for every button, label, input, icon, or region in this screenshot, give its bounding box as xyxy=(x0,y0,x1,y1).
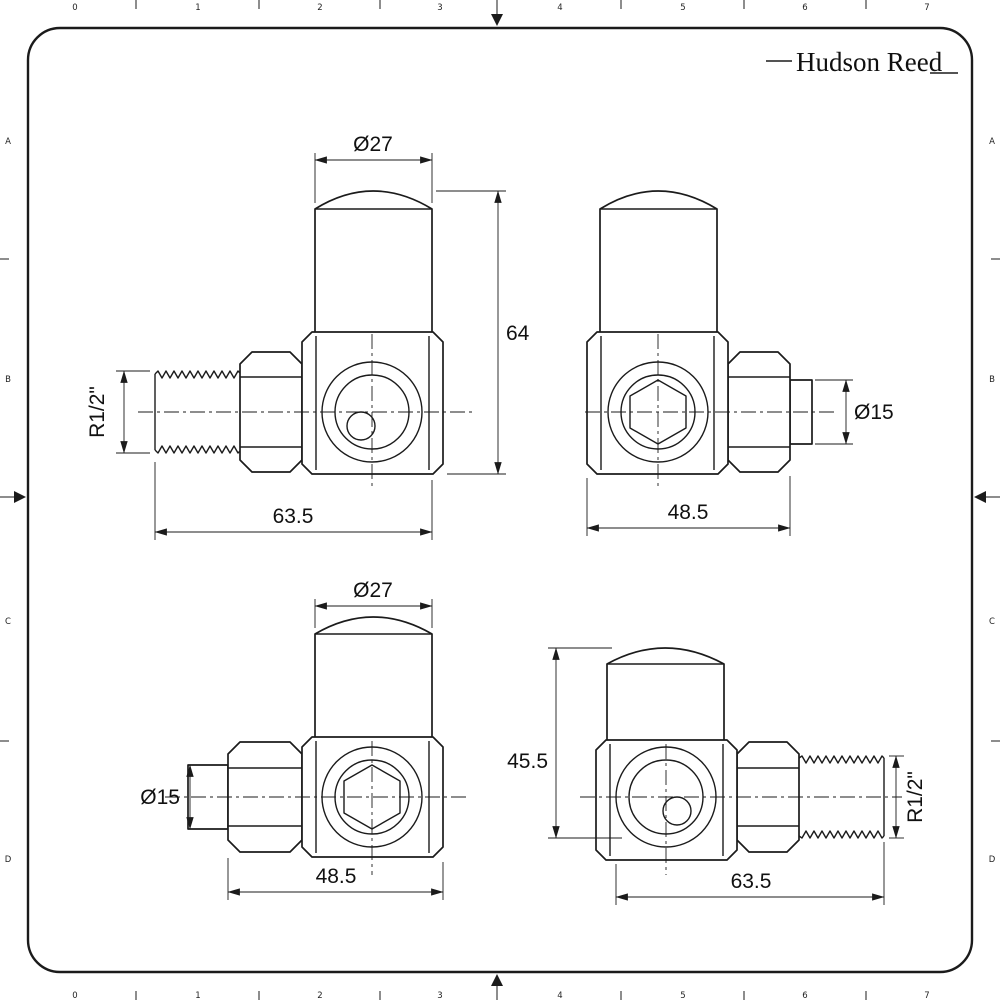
valve-body xyxy=(595,739,738,861)
frame-ticks-bottom xyxy=(135,974,867,1000)
outlet-port xyxy=(615,746,717,848)
grid-ref: 6 xyxy=(802,991,807,1000)
dim-dia-27: Ø27 xyxy=(314,133,433,203)
dim-dia-15: Ø15 xyxy=(815,379,894,445)
grid-ref: 5 xyxy=(680,991,685,1000)
centre-mark-bottom xyxy=(491,974,503,986)
dim-dia-27: Ø27 xyxy=(314,579,433,628)
dim-label-dia15: Ø15 xyxy=(854,401,894,424)
grid-ref: C xyxy=(989,617,995,627)
dim-dia-15: Ø15 xyxy=(140,764,194,830)
valve-view-bottom-left xyxy=(165,616,470,875)
dim-height-455: 45.5 xyxy=(507,647,622,839)
outlet-port xyxy=(607,361,709,463)
dim-width-485: 48.5 xyxy=(227,858,444,900)
grid-ref: A xyxy=(5,137,11,147)
dim-width-635: 63.5 xyxy=(154,462,433,540)
hex-nut-right xyxy=(727,351,791,473)
valve-view-top-right xyxy=(585,190,835,488)
grid-ref: 0 xyxy=(72,3,77,13)
centerlines xyxy=(138,334,472,488)
thread-tail-left xyxy=(154,370,241,454)
valve-view-bottom-right xyxy=(580,647,902,875)
dim-label-r12: R1/2" xyxy=(86,386,109,438)
brand-logo: Hudson Reed xyxy=(766,47,958,77)
centerlines xyxy=(580,744,902,875)
outlet-port xyxy=(321,746,423,848)
centre-mark-top xyxy=(491,14,503,26)
dim-label-64: 64 xyxy=(506,322,530,345)
dimensions-top-right: Ø15 48.5 xyxy=(586,379,894,536)
grid-ref: 5 xyxy=(680,3,685,13)
grid-ref: D xyxy=(989,855,996,865)
grid-ref: 1 xyxy=(195,3,200,13)
grid-refs-bottom: 0 1 2 3 4 5 6 7 xyxy=(72,991,929,1000)
valve-body xyxy=(301,736,444,858)
dim-thread-r12: R1/2" xyxy=(889,755,927,839)
valve-head xyxy=(599,190,718,332)
dim-label-455: 45.5 xyxy=(507,750,548,773)
centre-mark-right xyxy=(974,491,986,503)
grid-refs-right: A B C D xyxy=(989,137,996,865)
grid-refs-left: A B C D xyxy=(5,137,12,865)
grid-ref: 1 xyxy=(195,991,200,1000)
grid-ref: 4 xyxy=(557,3,562,13)
grid-ref: 7 xyxy=(924,3,929,13)
centerlines xyxy=(585,334,835,488)
grid-ref: 2 xyxy=(317,991,322,1000)
grid-ref: 3 xyxy=(437,3,442,13)
centre-mark-left xyxy=(14,491,26,503)
thread-tail-right xyxy=(798,755,885,839)
centerlines xyxy=(165,741,470,875)
dim-label-635: 63.5 xyxy=(731,870,772,893)
valve-view-top-left xyxy=(138,190,472,488)
dim-label-dia27: Ø27 xyxy=(353,579,393,602)
grid-ref: B xyxy=(5,375,11,385)
dim-label-635: 63.5 xyxy=(273,505,314,528)
hex-socket xyxy=(629,379,687,445)
dim-width-485: 48.5 xyxy=(586,476,791,536)
grid-refs-top: 0 1 2 3 4 5 6 7 xyxy=(72,3,929,13)
dim-label-dia27: Ø27 xyxy=(353,133,393,156)
valve-body xyxy=(586,331,729,475)
dim-label-dia15: Ø15 xyxy=(140,786,180,809)
dimensions-bottom-left: Ø27 Ø15 48.5 xyxy=(140,579,444,900)
grid-ref: B xyxy=(989,375,995,385)
dimensions-bottom-right: 45.5 R1/2" 63.5 xyxy=(507,647,927,905)
valve-head xyxy=(606,647,725,740)
outlet-port xyxy=(321,361,423,463)
grid-ref: 2 xyxy=(317,3,322,13)
valve-head xyxy=(314,190,433,332)
valve-body xyxy=(301,331,444,475)
grid-ref: 4 xyxy=(557,991,562,1000)
dim-thread-r12: R1/2" xyxy=(86,370,150,454)
grid-ref: 6 xyxy=(802,3,807,13)
hex-socket xyxy=(343,764,401,830)
valve-head xyxy=(314,616,433,737)
grid-ref: D xyxy=(5,855,12,865)
grid-ref: C xyxy=(5,617,11,627)
dim-height-64: 64 xyxy=(436,190,530,475)
grid-ref: 3 xyxy=(437,991,442,1000)
dimensions-top-left: Ø27 64 R1/2" 63.5 xyxy=(86,133,530,540)
frame-ticks-left xyxy=(0,258,26,742)
dim-width-635: 63.5 xyxy=(615,842,885,905)
grid-ref: 7 xyxy=(924,991,929,1000)
grid-ref: A xyxy=(989,137,995,147)
brand-name: Hudson Reed xyxy=(796,47,943,77)
dim-label-485: 48.5 xyxy=(668,501,709,524)
dim-label-r12: R1/2" xyxy=(904,771,927,823)
frame-ticks-top xyxy=(135,0,867,26)
grid-ref: 0 xyxy=(72,991,77,1000)
frame-ticks-right xyxy=(974,258,1000,742)
dim-label-485: 48.5 xyxy=(316,865,357,888)
